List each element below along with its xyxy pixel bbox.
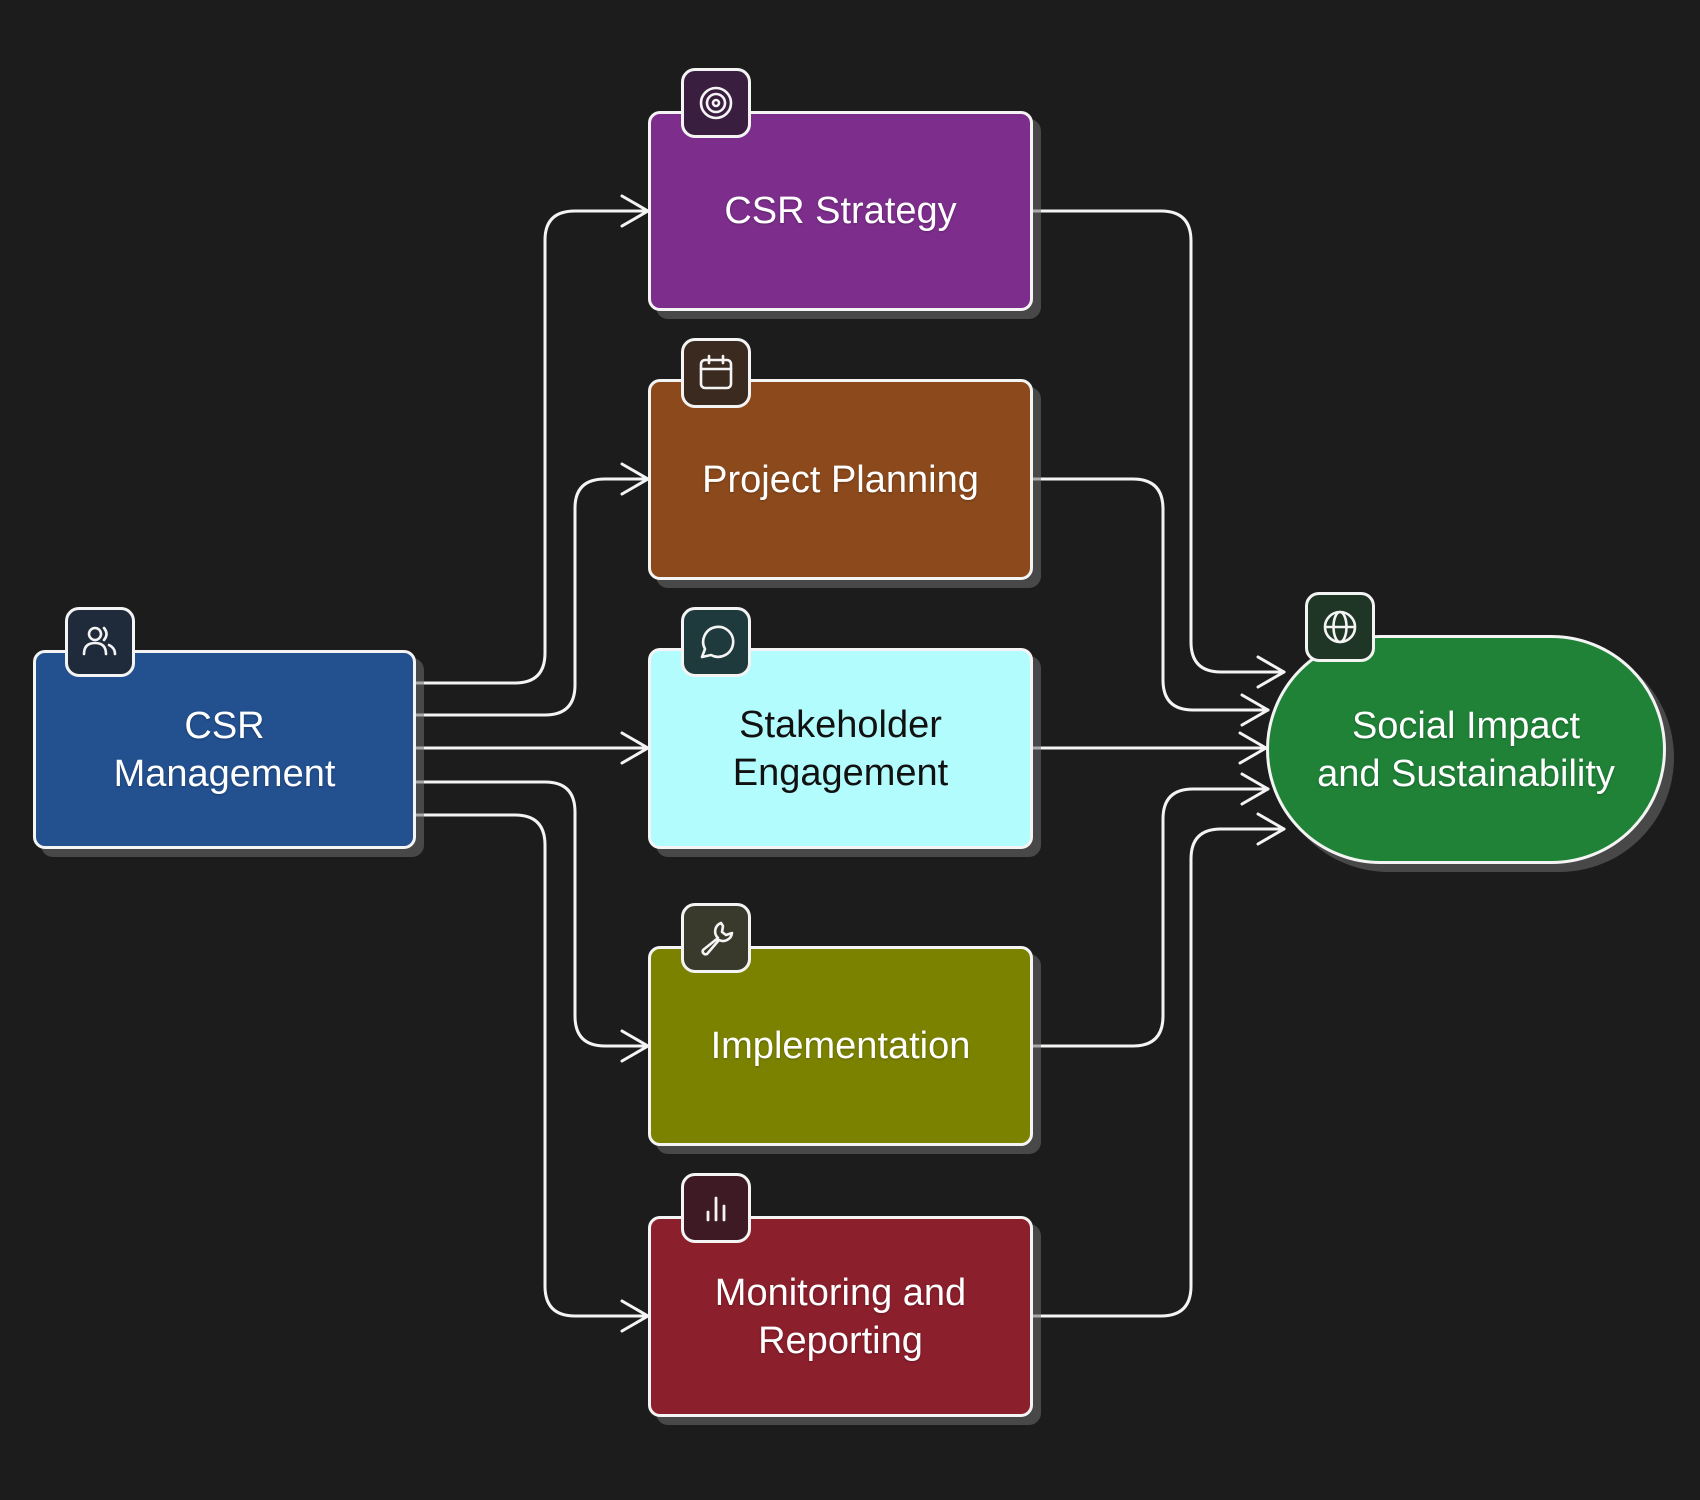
edge-strategy-to-social [1031, 209, 1286, 674]
node-monitoring-reporting[interactable]: Monitoring and Reporting [648, 1216, 1033, 1417]
node-csr-management[interactable]: CSR Management [33, 650, 416, 849]
edge-management-to-implementation [414, 780, 650, 1048]
node-label: CSR Management [113, 704, 336, 795]
edge-planning-to-social [1031, 477, 1270, 712]
globe-icon [1305, 592, 1375, 662]
node-label: Project Planning [702, 458, 979, 501]
arrowhead-icon [1256, 812, 1286, 846]
arrowhead-icon [1256, 655, 1286, 689]
users-icon [65, 607, 135, 677]
node-csr-strategy[interactable]: CSR Strategy [648, 111, 1033, 311]
target-icon [681, 68, 751, 138]
edge-management-to-monitoring [414, 813, 650, 1318]
arrowhead-icon [1240, 772, 1270, 806]
chat-bubble-icon [681, 607, 751, 677]
edge-management-to-strategy [414, 209, 650, 685]
bar-chart-icon [681, 1173, 751, 1243]
node-label: Implementation [710, 1025, 971, 1067]
calendar-icon [681, 338, 751, 408]
node-implementation[interactable]: Implementation [648, 946, 1033, 1146]
node-stakeholder-engagement[interactable]: Stakeholder Engagement [648, 648, 1033, 849]
node-label: Stakeholder Engagement [732, 703, 949, 794]
node-label: Monitoring and Reporting [714, 1271, 967, 1362]
edge-monitoring-to-social [1031, 827, 1286, 1318]
node-project-planning[interactable]: Project Planning [648, 379, 1033, 580]
node-label: CSR Strategy [724, 190, 957, 232]
arrowhead-icon [1240, 693, 1270, 727]
wrench-icon [681, 903, 751, 973]
node-label: Social Impact and Sustainability [1317, 704, 1615, 795]
edge-management-to-planning [414, 477, 650, 717]
edge-implementation-to-social [1031, 787, 1270, 1048]
node-social-impact-sustainability[interactable]: Social Impact and Sustainability [1266, 635, 1666, 864]
